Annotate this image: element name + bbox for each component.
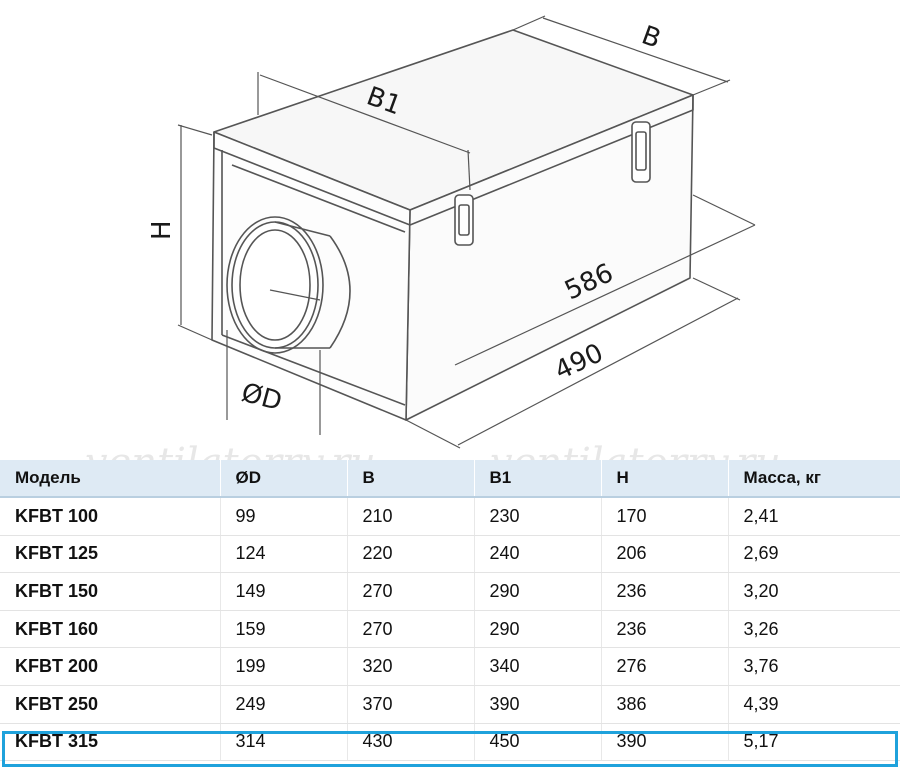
- dim-490-label: 490: [550, 338, 608, 386]
- cell-mass: 3,76: [727, 647, 900, 686]
- cell-h: 276: [600, 647, 728, 686]
- table-row-highlighted: KFBT 315 314 430 450 390 5,17: [0, 723, 900, 762]
- cell-h: 386: [600, 685, 728, 724]
- cell-b: 270: [346, 572, 474, 611]
- cell-h: 236: [600, 572, 728, 611]
- cell-model: KFBT 250: [0, 685, 220, 724]
- cell-mass: 5,17: [727, 723, 900, 762]
- cell-model: KFBT 200: [0, 647, 220, 686]
- cell-b1: 290: [473, 572, 601, 611]
- header-b1: B1: [473, 460, 601, 498]
- cell-mass: 2,41: [727, 497, 900, 536]
- header-diameter: ØD: [219, 460, 347, 498]
- cell-h: 170: [600, 497, 728, 536]
- cell-mass: 2,69: [727, 535, 900, 574]
- cell-diameter: 124: [219, 535, 347, 574]
- cell-mass: 4,39: [727, 685, 900, 724]
- cell-b: 210: [346, 497, 474, 536]
- latch-left: [454, 194, 474, 246]
- dim-h-label: H: [147, 220, 177, 240]
- cell-diameter: 199: [219, 647, 347, 686]
- table-row: KFBT 200 199 320 340 276 3,76: [0, 647, 900, 686]
- cell-h: 206: [600, 535, 728, 574]
- cell-b: 270: [346, 610, 474, 649]
- cell-b1: 450: [473, 723, 601, 762]
- cell-b: 370: [346, 685, 474, 724]
- cell-diameter: 99: [219, 497, 347, 536]
- cell-b: 220: [346, 535, 474, 574]
- table-row: KFBT 125 124 220 240 206 2,69: [0, 535, 900, 574]
- cell-b: 320: [346, 647, 474, 686]
- cell-diameter: 149: [219, 572, 347, 611]
- table-header-row: Модель ØD B B1 H Масса, кг: [0, 460, 900, 498]
- cell-diameter: 159: [219, 610, 347, 649]
- table-row: KFBT 100 99 210 230 170 2,41: [0, 497, 900, 536]
- filter-box-drawing: B B1 H 586 490 ØD: [147, 15, 756, 449]
- header-h: H: [600, 460, 728, 498]
- table-row: KFBT 150 149 270 290 236 3,20: [0, 572, 900, 611]
- cell-b1: 340: [473, 647, 601, 686]
- cell-b1: 240: [473, 535, 601, 574]
- table-row: KFBT 250 249 370 390 386 4,39: [0, 685, 900, 724]
- latch-right: [631, 121, 651, 183]
- dim-d-label: ØD: [238, 378, 285, 417]
- cell-b1: 390: [473, 685, 601, 724]
- header-b: B: [346, 460, 474, 498]
- cell-diameter: 249: [219, 685, 347, 724]
- cell-h: 236: [600, 610, 728, 649]
- cell-model: KFBT 100: [0, 497, 220, 536]
- cell-model: KFBT 160: [0, 610, 220, 649]
- cell-h: 390: [600, 723, 728, 762]
- table-row: KFBT 160 159 270 290 236 3,26: [0, 610, 900, 649]
- cell-mass: 3,20: [727, 572, 900, 611]
- cell-b1: 230: [473, 497, 601, 536]
- dim-b-label: B: [638, 20, 665, 54]
- cell-model: KFBT 125: [0, 535, 220, 574]
- cell-b1: 290: [473, 610, 601, 649]
- cell-mass: 3,26: [727, 610, 900, 649]
- spigot-front: [231, 221, 319, 349]
- spec-table: Модель ØD B B1 H Масса, кг KFBT 100 99 2…: [0, 460, 900, 762]
- header-model: Модель: [0, 460, 220, 498]
- cell-diameter: 314: [219, 723, 347, 762]
- cell-model: KFBT 315: [0, 723, 220, 762]
- cell-b: 430: [346, 723, 474, 762]
- cell-model: KFBT 150: [0, 572, 220, 611]
- header-mass: Масса, кг: [727, 460, 900, 498]
